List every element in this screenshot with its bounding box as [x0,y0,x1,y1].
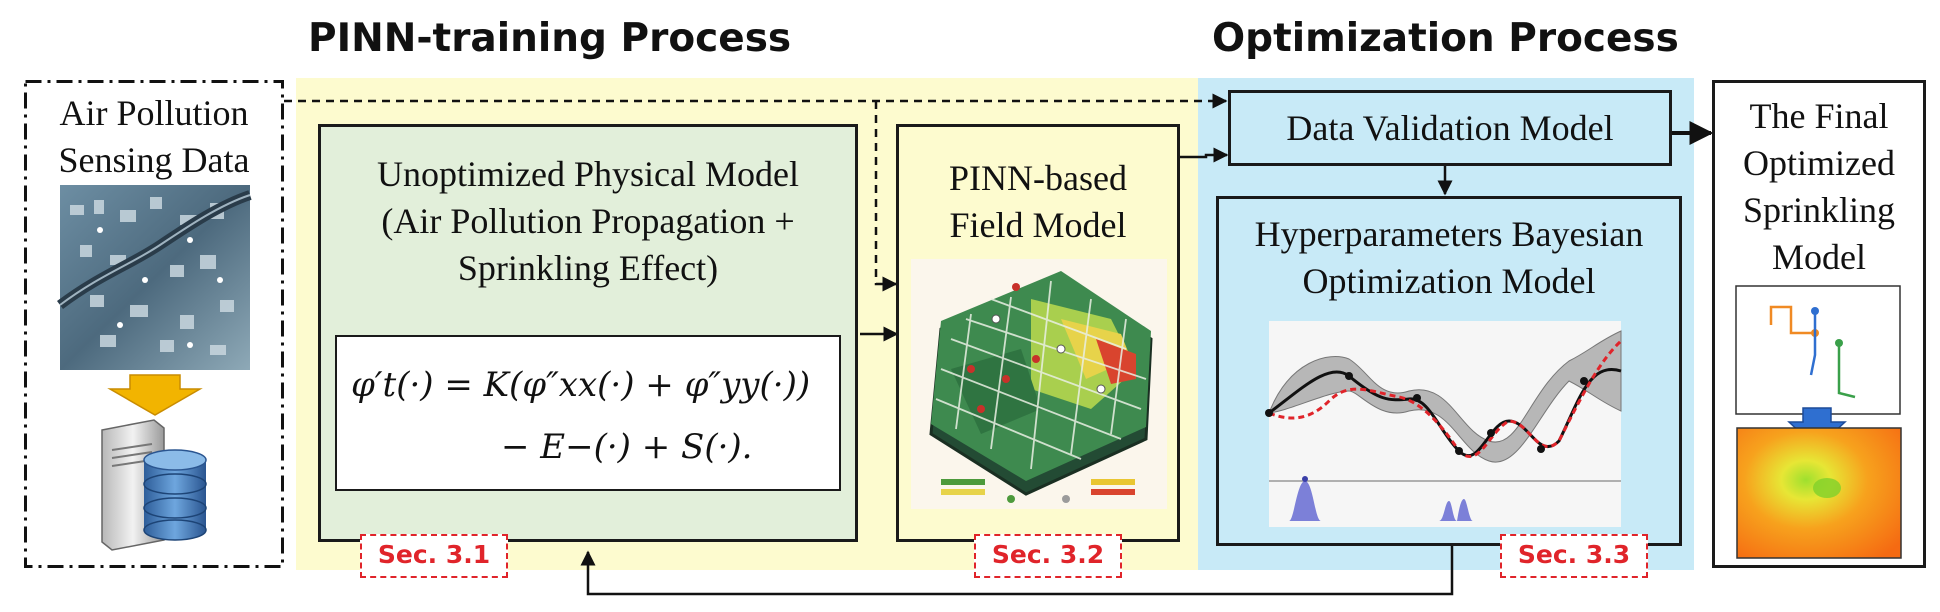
optimization-heading: Optimization Process [1212,16,1679,61]
sprinkler-trajectory-icon [1735,285,1901,415]
server-database-icon [101,419,207,551]
city-aerial-icon [57,185,252,370]
pollution-heatmap-icon [1736,427,1902,559]
field-model-title-1: PINN-based [949,158,1127,198]
physical-model-title: Unoptimized Physical Model [377,154,799,194]
bayesian-model-title-1: Hyperparameters Bayesian [1254,214,1644,254]
section-tag-3-1: Sec. 3.1 [360,534,508,578]
final-model-box: The Final Optimized Sprinkling Model [1712,80,1926,568]
down-arrow-icon [107,374,203,416]
field-model-title-2: Field Model [949,205,1127,245]
bayesian-model-title-2: Optimization Model [1302,261,1596,301]
final-model-title-1: The Final [1749,96,1889,136]
final-model-title-4: Model [1772,237,1866,277]
validation-model-box: Data Validation Model [1228,90,1672,166]
validation-model-label: Data Validation Model [1286,108,1614,148]
equation-box: φ′t(·) = K(φ″xx(·) + φ″yy(·)) − E−(·) + … [335,335,841,491]
city-pollution-map-icon [911,259,1167,509]
sensing-data-label: Air Pollution Sensing Data [58,93,250,180]
bayesian-model-box: Hyperparameters Bayesian Optimization Mo… [1216,196,1682,546]
final-model-title-2: Optimized [1743,143,1895,183]
physical-model-subtitle-2: Sprinkling Effect) [457,248,719,288]
section-tag-3-3: Sec. 3.3 [1500,534,1648,578]
feedback-loop-arrow [580,546,1454,596]
equation-line-2: − E−(·) + S(·). [501,427,753,467]
physical-model-subtitle-1: (Air Pollution Propagation + [381,201,795,241]
field-model-box: PINN-based Field Model [896,124,1180,542]
pinn-training-heading: PINN-training Process [308,16,792,61]
bayesian-gp-plot-icon [1265,321,1623,527]
physical-model-box: Unoptimized Physical Model (Air Pollutio… [318,124,858,542]
dashed-connector-to-field [874,101,898,292]
sensing-data-box: Air Pollution Sensing Data [24,80,284,568]
arrow-field-to-validation [1180,147,1229,163]
equation-line-1: φ′t(·) = K(φ″xx(·) + φ″yy(·)) [351,365,811,405]
final-model-title-3: Sprinkling [1742,190,1895,230]
section-tag-3-2: Sec. 3.2 [974,534,1122,578]
